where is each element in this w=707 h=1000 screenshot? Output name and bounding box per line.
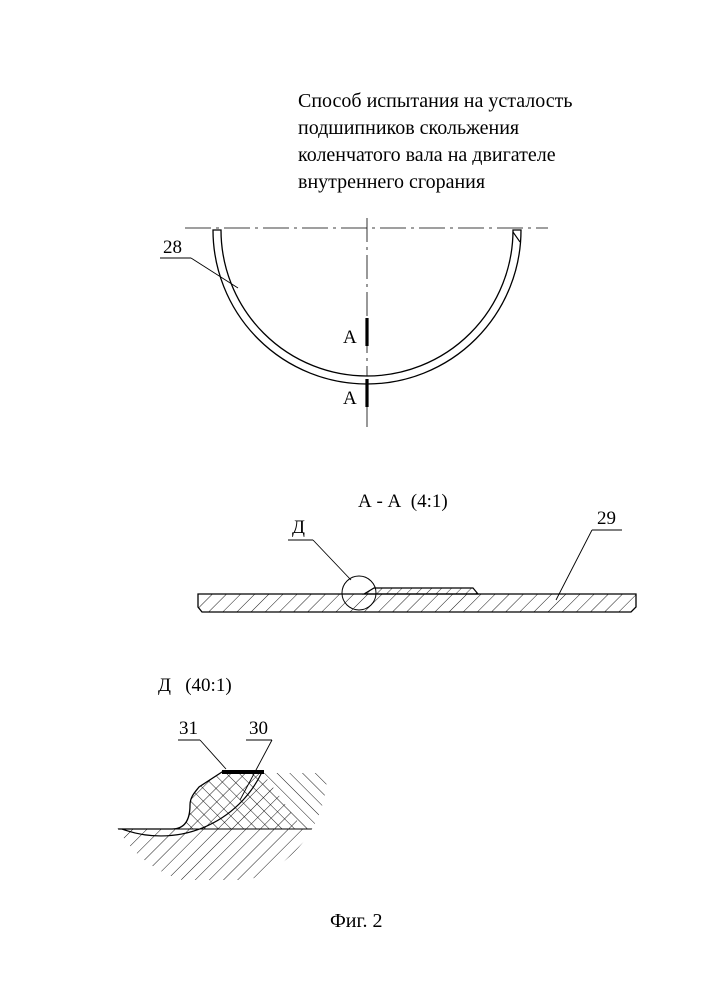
leader-d — [313, 540, 351, 580]
leader-31 — [200, 740, 226, 769]
title-line-3: коленчатого вала на двигателе — [298, 142, 658, 169]
label-section-mark-top: А — [343, 328, 357, 348]
label-section-mark-bottom: А — [343, 389, 357, 409]
section-aa-view — [198, 530, 636, 612]
label-part-31: 31 — [179, 719, 198, 739]
patent-title: Способ испытания на усталость подшипнико… — [298, 88, 658, 196]
detail-d-title: Д (40:1) — [158, 676, 232, 696]
leader-29 — [556, 530, 592, 600]
section-aa-title: А - А (4:1) — [358, 492, 448, 512]
figure-caption: Фиг. 2 — [330, 910, 382, 933]
liner-29 — [198, 594, 636, 612]
label-detail-d: Д — [292, 518, 305, 538]
label-part-30: 30 — [249, 719, 268, 739]
title-line-4: внутреннего сгорания — [298, 169, 658, 196]
detail-d-view — [100, 740, 340, 880]
coating-layer — [364, 588, 478, 594]
label-part-28: 28 — [163, 238, 182, 258]
label-part-29: 29 — [597, 509, 616, 529]
detail-coating-30 — [172, 773, 340, 829]
title-line-2: подшипников скольжения — [298, 115, 658, 142]
title-line-1: Способ испытания на усталость — [298, 88, 658, 115]
leader-28-arrow — [191, 258, 238, 288]
